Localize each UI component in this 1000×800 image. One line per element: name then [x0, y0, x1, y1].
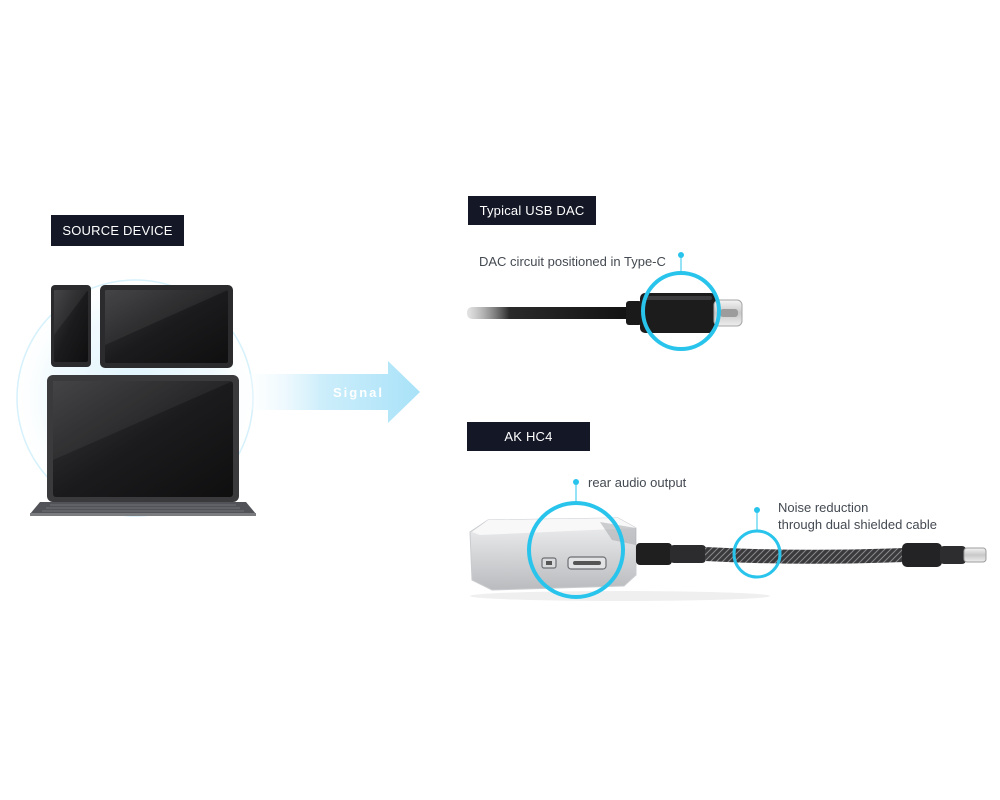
noise-reduction-callout-line1: Noise reduction [778, 500, 869, 515]
typical-usb-dac-label: Typical USB DAC [468, 196, 596, 225]
ak-hc4-label-text: AK HC4 [504, 429, 553, 444]
dac-callout-dot [678, 252, 684, 258]
shielded-cable-highlight-ring [732, 529, 782, 579]
ak-hc4-label: AK HC4 [467, 422, 590, 451]
source-device-label-text: SOURCE DEVICE [62, 223, 173, 238]
dac-circuit-callout: DAC circuit positioned in Type-C [479, 254, 666, 269]
rear-output-callout-dot [573, 479, 579, 485]
noise-reduction-callout: Noise reduction through dual shielded ca… [778, 499, 937, 533]
rear-audio-output-callout: rear audio output [588, 475, 687, 490]
noise-reduction-callout-line2: through dual shielded cable [778, 517, 938, 532]
ak-hc4-illustration [469, 479, 987, 601]
phone-icon [51, 285, 91, 367]
signal-label: Signal [333, 385, 385, 400]
source-device-label: SOURCE DEVICE [51, 215, 184, 246]
typical-usb-dac-cable-illustration [467, 252, 743, 351]
signal-arrow [240, 361, 420, 423]
typical-usb-dac-label-text: Typical USB DAC [479, 203, 585, 218]
tablet-icon [100, 285, 233, 368]
rear-output-highlight-ring [527, 501, 625, 599]
laptop-icon [30, 375, 256, 516]
source-devices-illustration [10, 273, 260, 523]
noise-callout-dot [754, 507, 760, 513]
